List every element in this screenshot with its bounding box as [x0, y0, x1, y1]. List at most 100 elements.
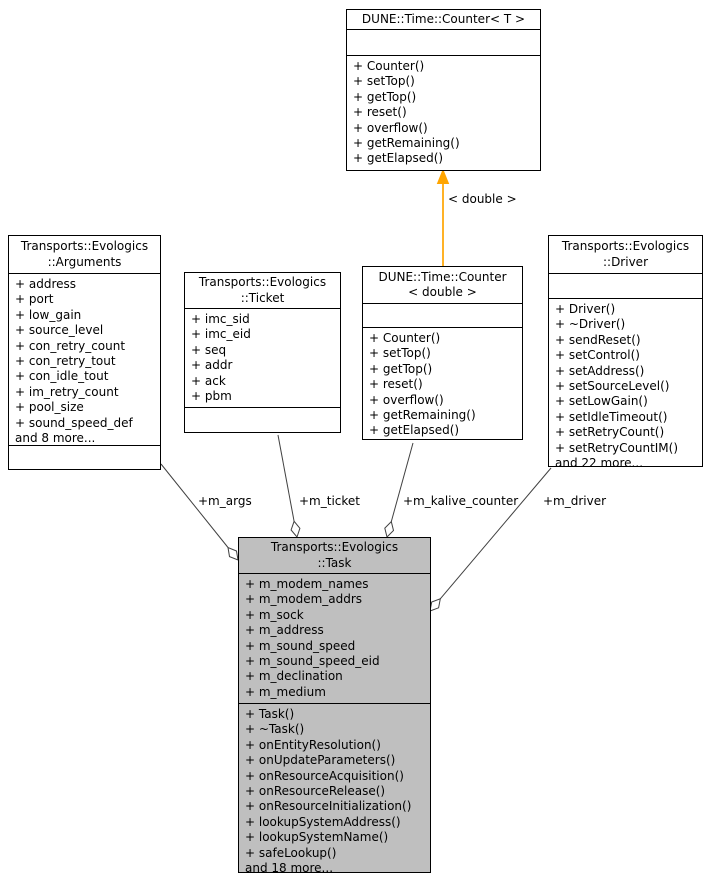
member-line: + Task() [245, 707, 295, 721]
member-line: + con_retry_count [15, 338, 126, 353]
class-methods-section: + Driver()+ ~Driver()+ sendReset()+ setC… [549, 299, 702, 466]
member-line: + low_gain [15, 307, 82, 322]
class-box-counter-double[interactable]: DUNE::Time::Counter < double > + Counter… [362, 266, 523, 440]
class-title-line: ::Ticket [240, 290, 285, 305]
member-line: + reset() [369, 377, 423, 392]
member-line: + onEntityResolution() [245, 737, 381, 752]
member-line: and 8 more... [15, 431, 96, 446]
member-line: + setTop() [369, 346, 431, 361]
class-box-task[interactable]: Transports::Evologics ::Task + m_modem_n… [238, 537, 431, 873]
class-attributes-section: + m_modem_names+ m_modem_addrs+ m_sock+ … [239, 574, 430, 704]
member-line: + setRetryCount() [555, 425, 665, 440]
class-box-ticket[interactable]: Transports::Evologics ::Ticket + imc_sid… [184, 272, 341, 433]
member-line: + safeLookup() [245, 845, 337, 860]
aggregation-edge-m-kalive-counter [384, 442, 414, 538]
open-diamond-icon [290, 520, 301, 539]
member-line: + setAddress() [555, 363, 645, 378]
member-line: + overflow() [369, 392, 444, 407]
member-line: and 22 more... [555, 456, 644, 466]
member-line: + pbm [191, 389, 232, 404]
class-title: DUNE::Time::Counter < double > [363, 267, 522, 304]
class-title-line: Transports::Evologics [20, 239, 149, 253]
member-line: + source_level [15, 323, 104, 338]
class-title: Transports::Evologics ::Driver [549, 236, 702, 274]
member-line: + setIdleTimeout() [555, 409, 668, 424]
class-title-line: DUNE::Time::Counter [378, 269, 507, 284]
member-line: + lookupSystemAddress() [245, 814, 401, 829]
member-line: + getTop() [353, 89, 417, 104]
member-line: + onResourceInitialization() [245, 799, 412, 814]
member-line: + con_idle_tout [15, 369, 109, 384]
member-line: + onUpdateParameters() [245, 753, 396, 768]
edge-label-m-args: +m_args [198, 494, 252, 508]
class-methods-section: + Counter()+ setTop()+ getTop()+ reset()… [363, 328, 522, 439]
member-line: + port [15, 292, 54, 307]
class-title-line: DUNE::Time::Counter< T > [361, 11, 526, 26]
member-line: + m_sock [245, 607, 304, 622]
class-title-line: Transports::Evologics [270, 540, 399, 554]
member-line: + sound_speed_def [15, 415, 133, 430]
edge-label-m-driver: +m_driver [543, 494, 607, 508]
member-line: + m_medium [245, 684, 326, 699]
member-line: + address [15, 277, 77, 291]
class-attributes-section [363, 304, 522, 328]
member-line: + sendReset() [555, 332, 641, 347]
member-line: + onResourceRelease() [245, 784, 386, 799]
member-line: + getElapsed() [369, 423, 460, 438]
member-line: + Driver() [555, 302, 616, 316]
class-title-line: ::Driver [602, 254, 648, 269]
member-line: + setSourceLevel() [555, 379, 670, 394]
class-attributes-section [549, 274, 702, 299]
class-title-line: < double > [408, 285, 477, 299]
member-line: + onResourceAcquisition() [245, 768, 404, 783]
member-line: + m_sound_speed_eid [245, 654, 380, 669]
member-line: + m_address [245, 623, 324, 638]
edge-label-m-ticket: +m_ticket [299, 494, 360, 508]
aggregation-edge-m-args [160, 463, 239, 561]
member-line: + addr [191, 358, 233, 373]
member-line: + m_modem_names [245, 577, 369, 591]
class-box-arguments[interactable]: Transports::Evologics ::Arguments + addr… [8, 235, 161, 470]
member-line: + setControl() [555, 348, 640, 363]
template-instantiation-edge [436, 168, 450, 266]
member-line: and 18 more... [245, 861, 334, 872]
class-methods-section [185, 408, 340, 432]
member-line: + ~Task() [245, 722, 305, 737]
aggregation-edge-m-ticket [277, 434, 301, 539]
member-line: + setLowGain() [555, 394, 648, 409]
class-box-counter-t[interactable]: DUNE::Time::Counter< T > + Counter()+ se… [346, 9, 541, 171]
member-line: + getRemaining() [353, 136, 460, 151]
edge-label-template-double: < double > [448, 192, 517, 206]
arrowhead-icon [436, 168, 450, 184]
class-title: Transports::Evologics ::Ticket [185, 273, 340, 309]
class-title: Transports::Evologics ::Arguments [9, 236, 160, 274]
member-line: + lookupSystemName() [245, 830, 389, 845]
member-line: + getRemaining() [369, 408, 476, 423]
class-title-line: Transports::Evologics [561, 239, 690, 253]
class-methods-section [9, 446, 160, 469]
class-box-driver[interactable]: Transports::Evologics ::Driver + Driver(… [548, 235, 703, 467]
member-line: + ~Driver() [555, 317, 626, 332]
member-line: + ack [191, 373, 226, 388]
class-methods-section: + Task()+ ~Task()+ onEntityResolution()+… [239, 704, 430, 872]
member-line: + Counter() [369, 331, 441, 345]
member-line: + imc_eid [191, 327, 251, 342]
class-attributes-section: + imc_sid+ imc_eid+ seq+ addr+ ack+ pbm [185, 309, 340, 408]
member-line: + seq [191, 342, 227, 357]
open-diamond-icon [384, 520, 395, 538]
class-title-line: ::Arguments [47, 254, 122, 269]
class-attributes-section: + address+ port+ low_gain+ source_level+… [9, 274, 160, 446]
member-line: + setTop() [353, 74, 415, 89]
member-line: + getElapsed() [353, 151, 444, 166]
class-title-line: ::Task [317, 555, 352, 570]
edge-label-m-kalive-counter: +m_kalive_counter [403, 494, 519, 508]
member-line: + overflow() [353, 120, 428, 135]
member-line: + reset() [353, 105, 407, 120]
member-line: + con_retry_tout [15, 354, 116, 369]
class-title-line: Transports::Evologics [198, 275, 327, 289]
member-line: + imc_sid [191, 312, 250, 326]
class-attributes-section [347, 30, 540, 56]
member-line: + Counter() [353, 59, 425, 73]
aggregation-edge-m-driver [429, 467, 552, 612]
